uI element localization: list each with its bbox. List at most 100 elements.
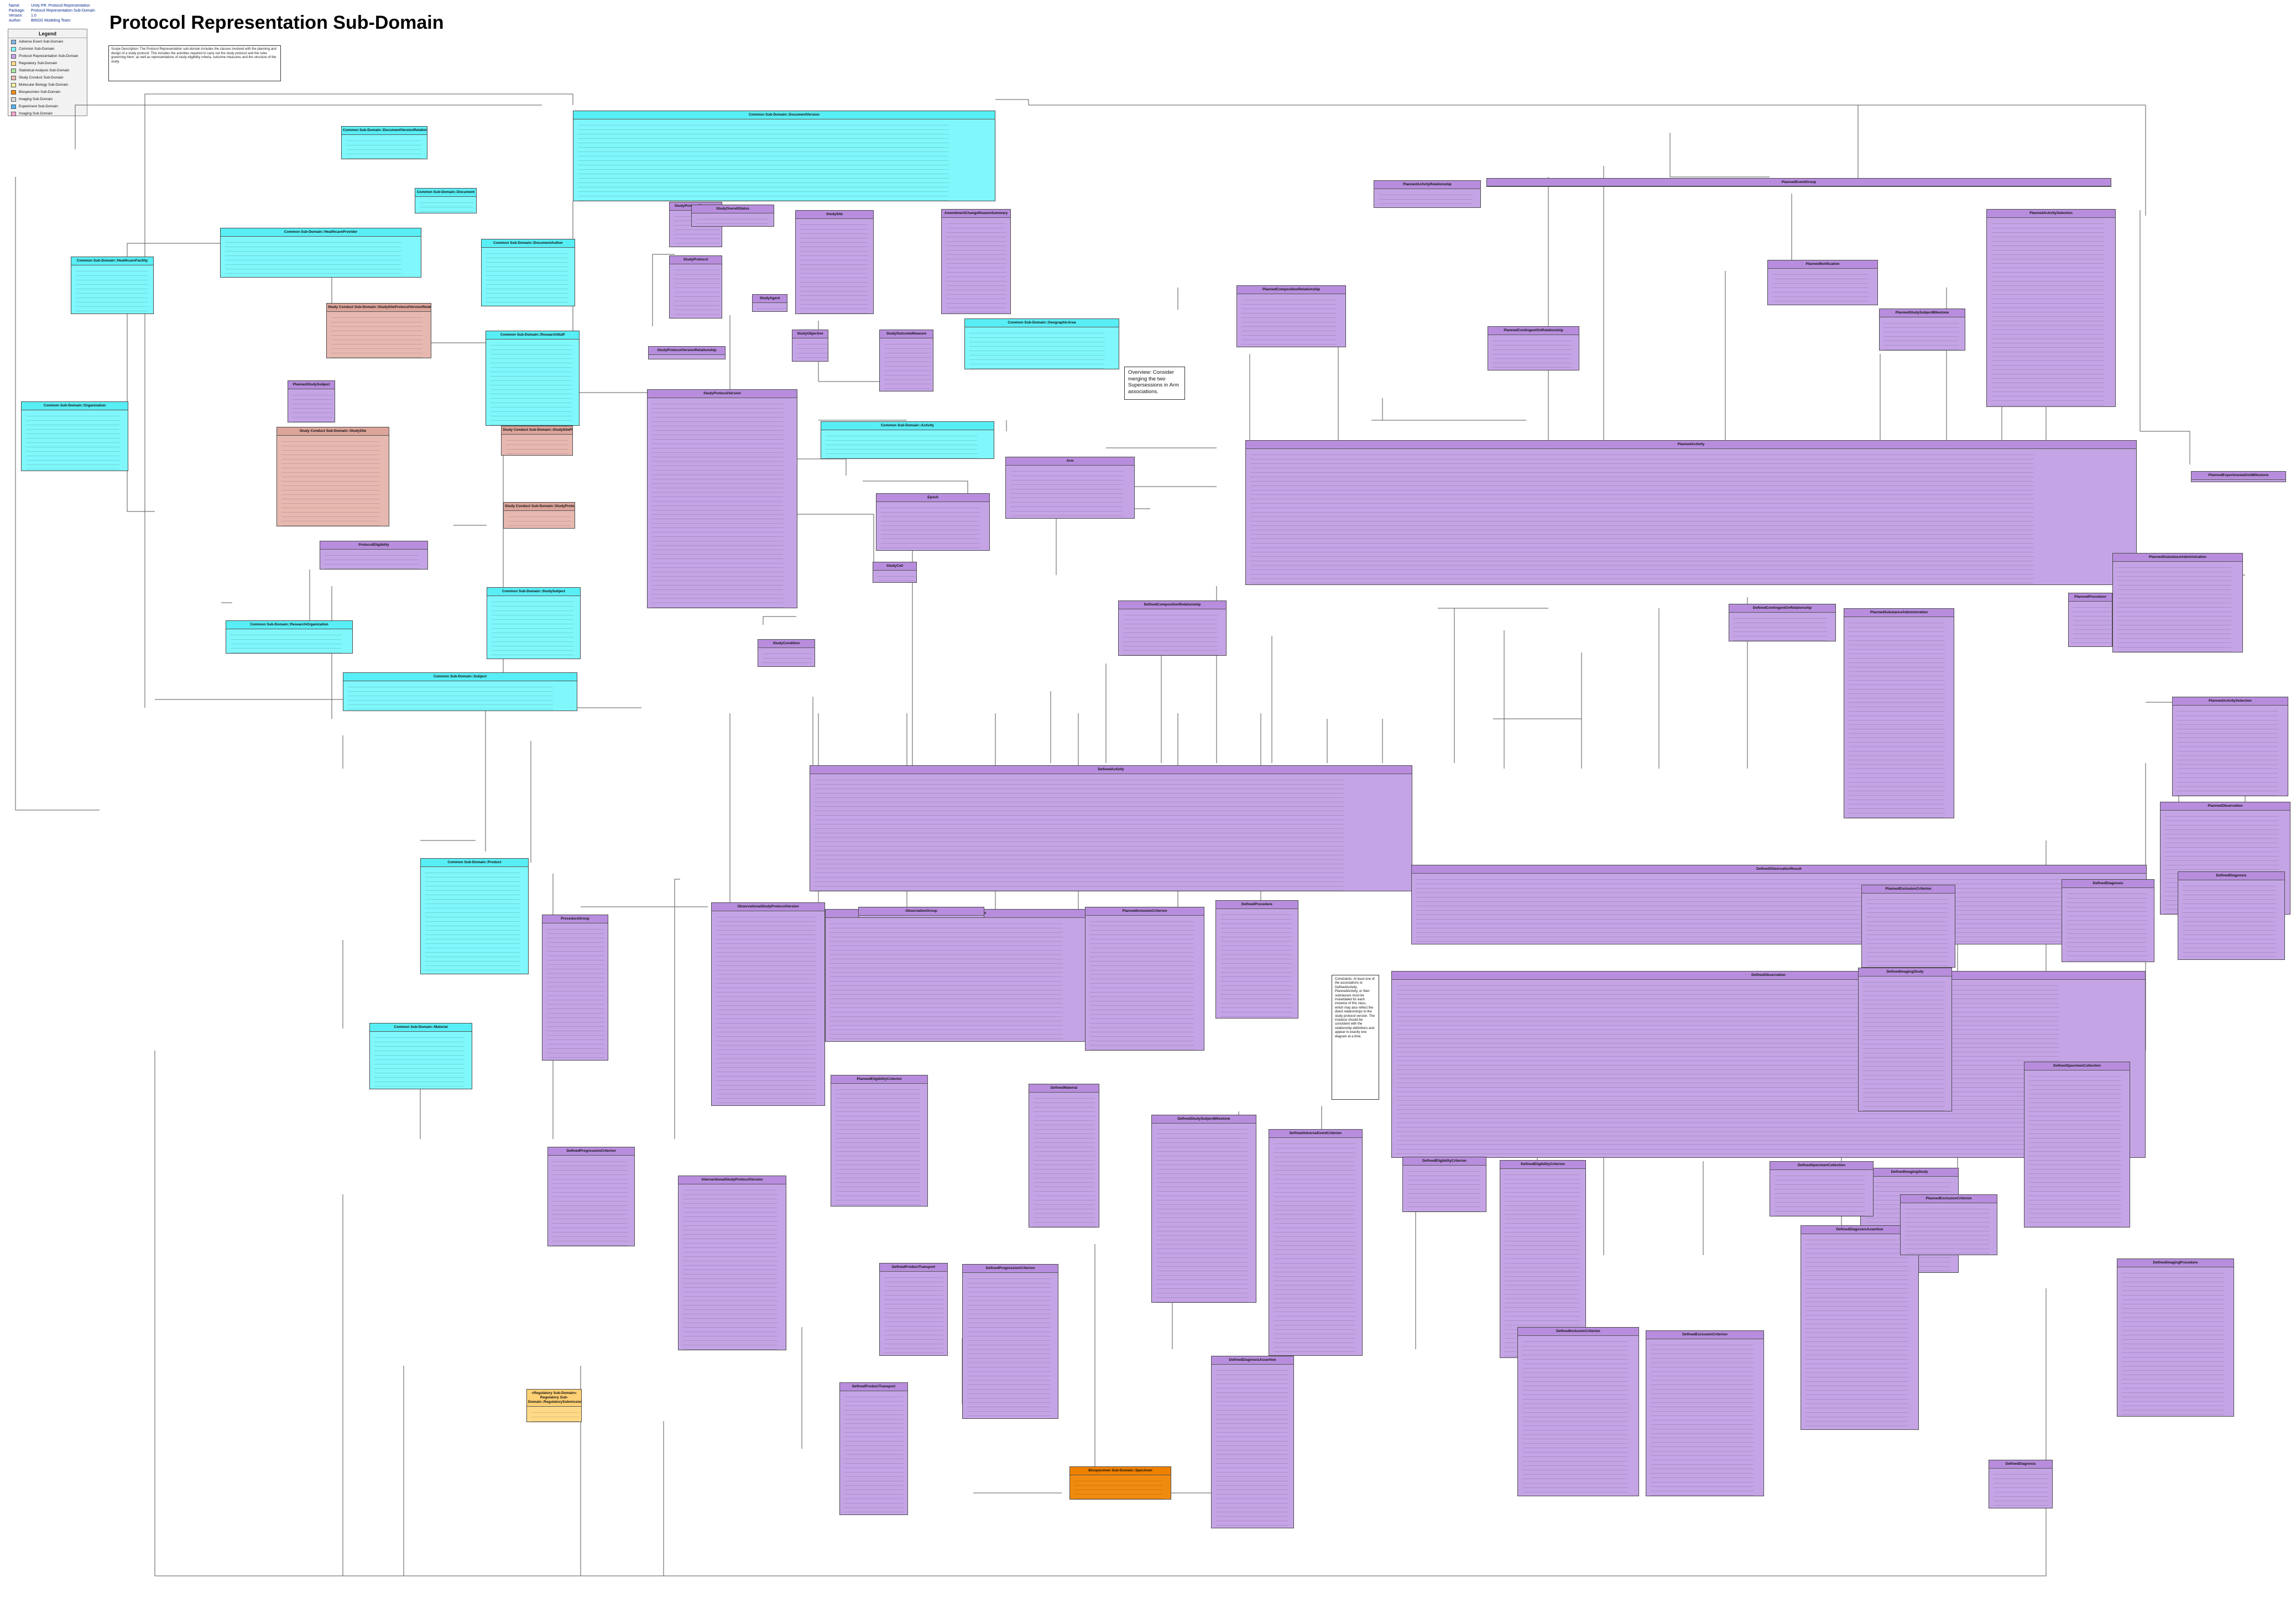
uml-class[interactable]: DefinedSpecimenCollection <box>2024 1062 2130 1228</box>
uml-class[interactable]: StudyProtocol <box>669 255 722 318</box>
uml-class[interactable]: DefinedExclusionCriterion <box>1646 1330 1764 1496</box>
legend-label: Experiment Sub-Domain <box>19 105 58 108</box>
uml-class[interactable]: ProcedureGroup <box>542 915 608 1061</box>
uml-class[interactable]: Common Sub-Domain::ResearchStaff <box>486 331 580 426</box>
class-title: ProcedureGroup <box>542 915 608 923</box>
uml-class[interactable]: Common Sub-Domain::Organization <box>21 401 128 471</box>
class-body <box>277 436 389 526</box>
uml-class[interactable]: DefinedContingentOnRelationship <box>1729 604 1836 641</box>
uml-class[interactable]: Common Sub-Domain::GeographicArea <box>964 318 1119 369</box>
uml-class[interactable]: DefinedDiagnosisAssertion <box>1211 1356 1294 1528</box>
uml-class[interactable]: PlannedExclusionCriterion <box>1900 1194 1997 1255</box>
uml-class[interactable]: StudySite <box>795 210 874 314</box>
uml-class[interactable]: StudyAgent <box>752 294 787 312</box>
uml-class[interactable]: Study Conduct Sub-Domain::StudySiteProto… <box>326 303 431 358</box>
uml-class[interactable]: Common Sub-Domain::Material <box>369 1023 472 1089</box>
uml-class[interactable]: PlannedStudySubjectMilestone <box>1879 309 1965 351</box>
uml-class[interactable]: PlannedCompositionRelationship <box>1236 285 1346 347</box>
uml-class[interactable]: StudyOverallStatus <box>691 205 774 227</box>
uml-class[interactable]: Arm <box>1005 457 1135 519</box>
uml-class[interactable]: InterventionalStudyProtocolVersion <box>678 1176 786 1350</box>
uml-class[interactable]: Common Sub-Domain::ResearchOrganization <box>226 620 353 654</box>
uml-class[interactable]: ObservationalStudyProtocolVersion <box>711 902 825 1106</box>
class-body <box>2069 602 2112 646</box>
uml-class[interactable]: DefinedAdverseEventCriterion <box>1269 1129 1363 1356</box>
uml-class[interactable]: DefinedDiagnosis <box>2178 871 2285 960</box>
uml-class[interactable]: DefinedProductTransport <box>839 1382 908 1515</box>
uml-class[interactable]: PlannedContingentOnRelationship <box>1488 326 1579 370</box>
uml-class[interactable]: StudyCell <box>873 562 917 583</box>
uml-class[interactable]: PlannedInclusionCriterion <box>1085 907 1204 1051</box>
uml-class[interactable]: DefinedImagingStudy <box>1858 968 1952 1111</box>
uml-class[interactable]: ProtocolEligibility <box>320 541 428 570</box>
uml-class[interactable]: DefinedObservationResult <box>1411 865 2147 944</box>
uml-class[interactable]: DefinedEligibilityCriterion <box>1402 1157 1486 1212</box>
association-line <box>796 514 874 564</box>
uml-class[interactable]: PlannedActivity <box>1245 440 2137 585</box>
uml-class[interactable]: PlannedEventGroup <box>1486 178 2111 187</box>
uml-class[interactable]: DefinedProgressionCriterion <box>962 1264 1058 1419</box>
uml-class[interactable]: DefinedProcedure <box>1215 900 1298 1019</box>
uml-class[interactable]: PlannedNotification <box>1767 260 1878 305</box>
class-title: DefinedSpecimenCollection <box>1770 1162 1873 1170</box>
uml-class[interactable]: DefinedSpecimenCollection <box>1770 1161 1874 1216</box>
uml-class[interactable]: Common Sub-Domain::Product <box>420 858 529 974</box>
uml-class[interactable]: PlannedActivitySelection <box>1986 209 2116 407</box>
uml-class[interactable]: PlannedExperimentalUnitMilestone <box>2191 471 2286 482</box>
class-title: PlannedSubstanceAdministration <box>2113 553 2242 562</box>
uml-class[interactable]: DefinedEligibilityCriterion <box>1500 1160 1586 1358</box>
uml-class[interactable]: Common Sub-Domain::DocumentAuthor <box>481 239 575 306</box>
uml-class[interactable]: DefinedMaterial <box>1029 1084 1099 1228</box>
uml-class[interactable]: PlannedStudySubject <box>288 380 335 422</box>
uml-class[interactable]: PlannedActivitySelection <box>2172 697 2288 796</box>
uml-class[interactable]: StudyOutcomeMeasure <box>879 330 933 391</box>
uml-class[interactable]: Epoch <box>876 493 990 551</box>
uml-class[interactable]: Common Sub-Domain::DocumentVersion <box>573 111 995 201</box>
class-title: StudyCell <box>873 562 916 571</box>
uml-class[interactable]: Common Sub-Domain::Activity <box>821 421 994 459</box>
uml-class[interactable]: Common Sub-Domain::DocumentVersionRelati… <box>341 126 427 159</box>
class-title: DefinedObservationResult <box>1412 865 2146 874</box>
uml-class[interactable]: DefinedActivity <box>810 765 1412 891</box>
uml-class[interactable]: Biospecimen Sub-Domain::Specimen <box>1069 1466 1171 1500</box>
class-body <box>415 197 476 213</box>
uml-class[interactable]: Common Sub-Domain::HealthcareProvider <box>220 228 421 278</box>
class-body <box>1119 609 1226 655</box>
uml-class[interactable]: AmendmentChangeReasonSummary <box>941 209 1011 314</box>
uml-class[interactable]: DefinedDiagnosisAssertion <box>1801 1225 1919 1430</box>
uml-class[interactable]: StudyProtocolVersionRelationship <box>648 346 726 359</box>
uml-class[interactable]: StudyProtocolVersion <box>647 389 797 608</box>
uml-class[interactable]: Common Sub-Domain::Document <box>415 188 477 213</box>
uml-class[interactable]: DefinedProgressionCriterion <box>547 1147 635 1246</box>
uml-class[interactable]: Common Sub-Domain::Subject <box>343 672 577 711</box>
uml-class[interactable]: «Regulatory Sub-Domain» Regulatory Sub-D… <box>526 1389 582 1422</box>
uml-class[interactable]: DefinedDiagnosis <box>2062 879 2154 962</box>
uml-class[interactable]: ObservationGroup <box>858 907 984 918</box>
uml-class[interactable]: DefinedCompositionRelationship <box>1118 600 1227 656</box>
uml-class[interactable]: Common Sub-Domain::HealthcareFacility <box>71 257 154 314</box>
uml-class[interactable]: PlannedProcedure <box>2068 593 2112 647</box>
association-line <box>674 879 680 1139</box>
class-title: PlannedProcedure <box>2069 593 2112 602</box>
uml-class[interactable]: Study Conduct Sub-Domain::StudyProtocolV… <box>503 502 575 529</box>
uml-class[interactable]: DefinedDiagnosis <box>1989 1460 2053 1508</box>
uml-class[interactable]: DefinedProductTransport <box>879 1263 948 1356</box>
uml-class[interactable]: StudyObjective <box>792 330 828 362</box>
uml-class[interactable]: Study Conduct Sub-Domain::StudySiteProto… <box>501 426 573 456</box>
uml-class[interactable]: PlannedSubstanceAdministration <box>2112 553 2243 652</box>
uml-class[interactable]: PlannedExclusionCriterion <box>1861 885 1955 968</box>
uml-class[interactable]: StudyCondition <box>758 639 815 667</box>
uml-class[interactable]: Study Conduct Sub-Domain::StudySite <box>276 427 389 526</box>
class-body <box>504 511 575 528</box>
uml-class[interactable]: PlannedActivityRelationship <box>1374 180 1481 208</box>
uml-class[interactable]: DefinedImagingProcedure <box>2117 1258 2234 1417</box>
uml-class[interactable]: DefinedObservation <box>1391 971 2146 1158</box>
uml-class[interactable]: PlannedSubstanceAdministration <box>1844 608 1954 818</box>
uml-class[interactable]: Common Sub-Domain::StudySubject <box>487 587 581 659</box>
uml-class[interactable]: DefinedInclusionCriterion <box>1517 1327 1639 1496</box>
class-body <box>831 1084 927 1206</box>
uml-class[interactable]: PlannedEligibilityCriterion <box>831 1075 928 1207</box>
uml-class[interactable]: DefinedSubstanceAdministration <box>825 909 1090 1042</box>
uml-class[interactable]: DefinedStudySubjectMilestone <box>1151 1115 1256 1303</box>
